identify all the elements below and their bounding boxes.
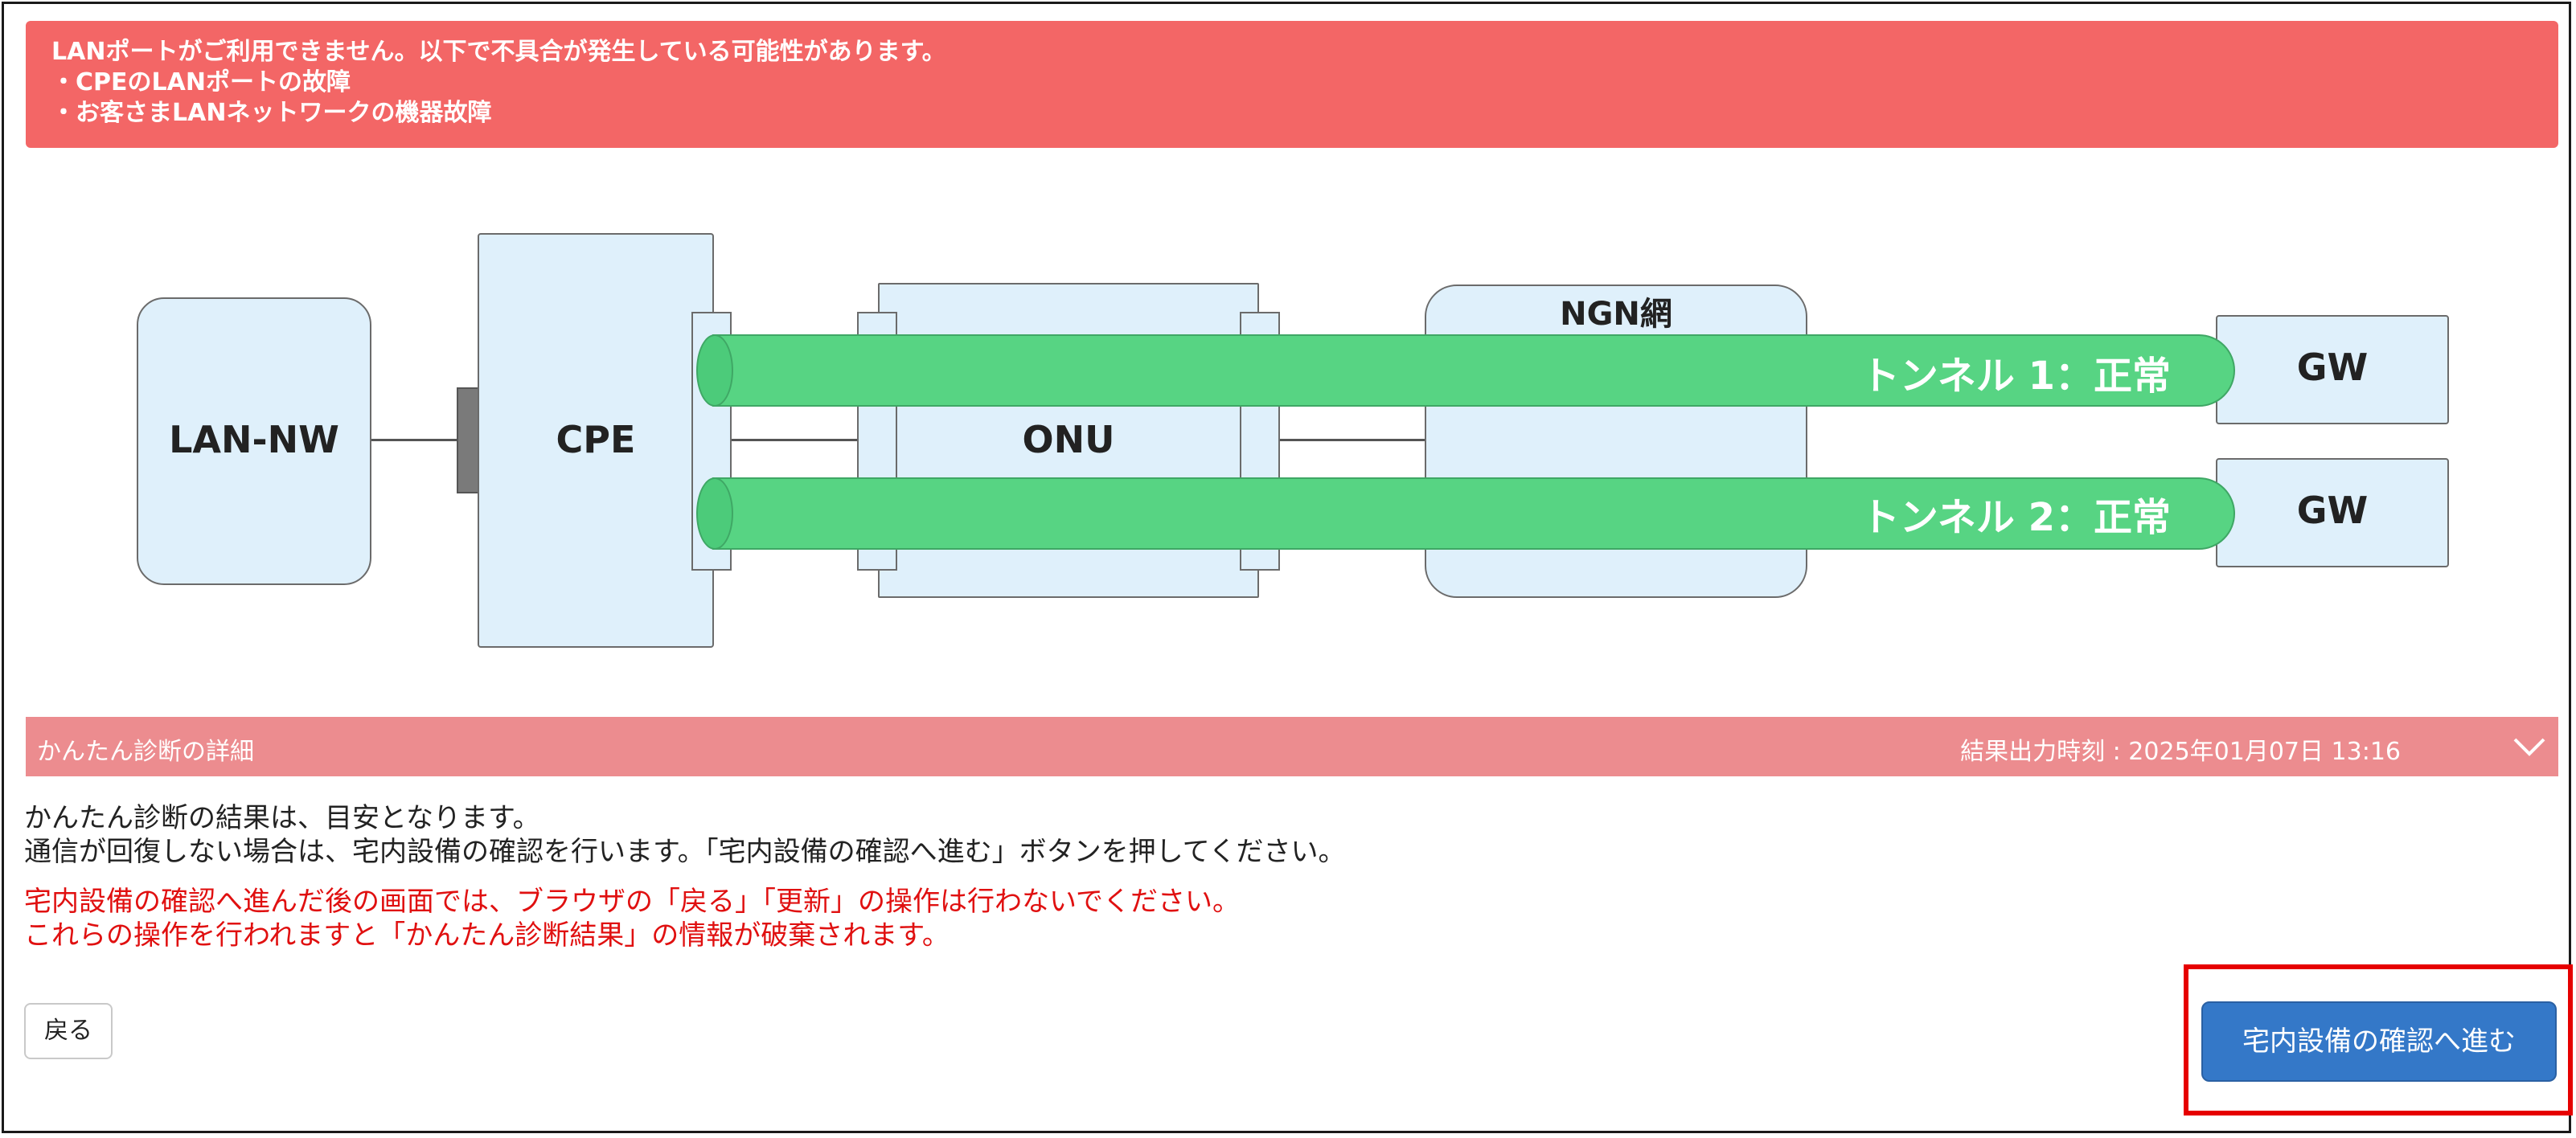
onu-label: ONU bbox=[1022, 418, 1115, 461]
gw-node-1 bbox=[2216, 315, 2449, 424]
info-text: かんたん診断の結果は、目安となります。 bbox=[24, 802, 540, 834]
tunnel-2 bbox=[712, 477, 2235, 550]
gw-label-1: GW bbox=[2296, 346, 2369, 389]
connector-line bbox=[370, 439, 458, 441]
warning-text: 宅内設備の確認へ進んだ後の画面では、ブラウザの「戻る」「更新」の操作は行わないで… bbox=[24, 886, 1240, 918]
cpe-node bbox=[478, 233, 714, 648]
lan-nw-node bbox=[137, 297, 371, 585]
highlight-box bbox=[2184, 964, 2573, 1115]
diagnosis-detail-header[interactable]: かんたん診断の詳細 結果出力時刻 : 2025年01月07日 13:16 bbox=[26, 717, 2558, 776]
back-button[interactable]: 戻る bbox=[24, 1003, 113, 1059]
tunnel-2-label: トンネル 2：正常 bbox=[1860, 495, 2171, 540]
result-timestamp: 結果出力時刻 : 2025年01月07日 13:16 bbox=[1960, 738, 2401, 766]
cpe-label: CPE bbox=[556, 418, 636, 461]
connector-line bbox=[1280, 439, 1426, 441]
warning-text: これらの操作を行われますと「かんたん診断結果」の情報が破棄されます。 bbox=[24, 919, 950, 952]
alert-line: ・お客さまLANネットワークの機器故障 bbox=[51, 99, 492, 127]
tunnel-1 bbox=[712, 334, 2235, 407]
gw-node-2 bbox=[2216, 458, 2449, 567]
proceed-to-equipment-check-button[interactable]: 宅内設備の確認へ進む bbox=[2201, 1001, 2557, 1082]
alert-line: LANポートがご利用できません。以下で不具合が発生している可能性があります。 bbox=[51, 38, 946, 66]
tunnel-1-cap bbox=[696, 334, 733, 407]
tunnel-1-label: トンネル 1：正常 bbox=[1860, 354, 2171, 399]
detail-title: かんたん診断の詳細 bbox=[37, 738, 254, 766]
alert-line: ・CPEのLANポートの故障 bbox=[51, 68, 351, 96]
info-text: 通信が回復しない場合は、宅内設備の確認を行います。「宅内設備の確認へ進む」ボタン… bbox=[24, 836, 1346, 868]
ngn-label: NGN網 bbox=[1560, 296, 1672, 333]
lan-nw-label: LAN-NW bbox=[169, 418, 339, 461]
chevron-down-icon[interactable] bbox=[2512, 728, 2547, 763]
connector-line bbox=[732, 439, 859, 441]
gw-label-2: GW bbox=[2296, 489, 2369, 532]
error-alert: LANポートがご利用できません。以下で不具合が発生している可能性があります。 ・… bbox=[26, 21, 2558, 148]
tunnel-2-cap bbox=[696, 477, 733, 550]
